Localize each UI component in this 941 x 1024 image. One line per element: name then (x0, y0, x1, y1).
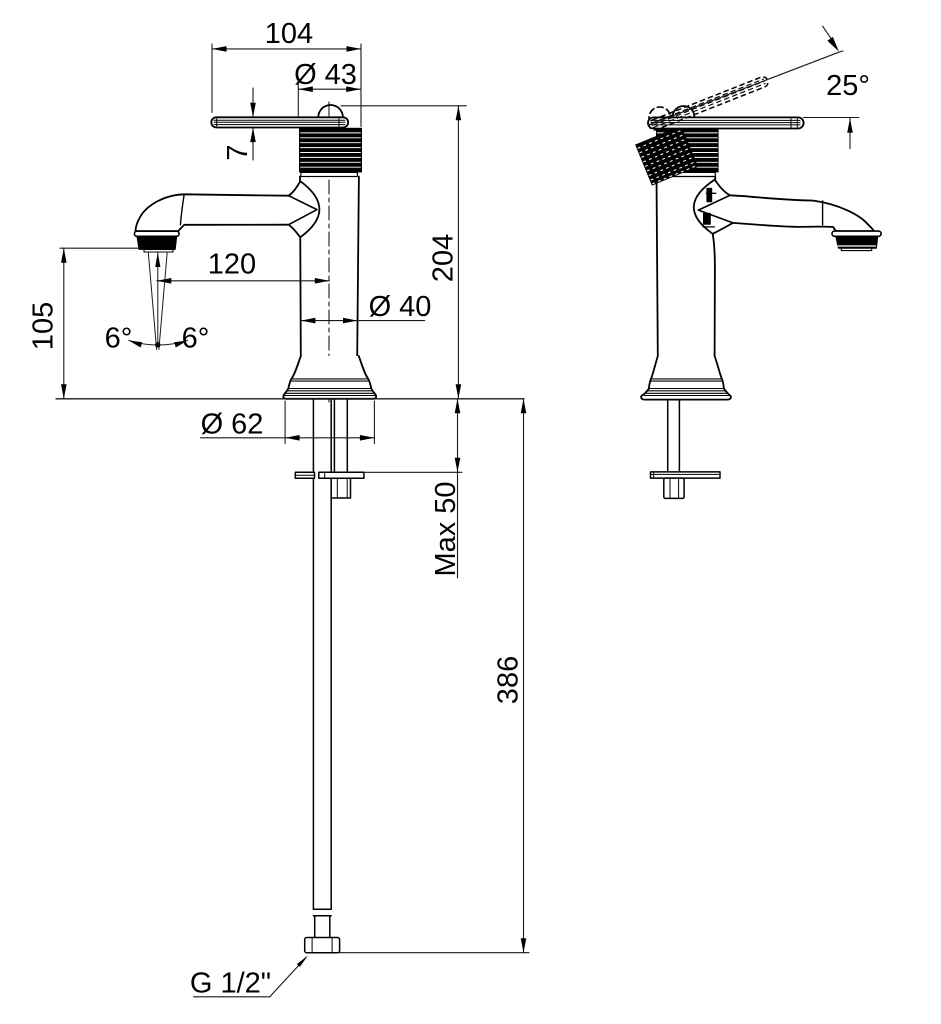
svg-text:6°: 6° (182, 323, 210, 355)
svg-text:120: 120 (208, 249, 256, 281)
svg-text:7: 7 (222, 144, 254, 160)
svg-text:386: 386 (493, 656, 525, 704)
svg-text:104: 104 (265, 18, 313, 50)
svg-text:6°: 6° (105, 323, 133, 355)
svg-text:Max 50: Max 50 (430, 481, 462, 576)
svg-text:204: 204 (428, 234, 460, 282)
svg-text:Ø 43: Ø 43 (294, 59, 357, 91)
svg-text:Ø 40: Ø 40 (369, 291, 432, 323)
svg-text:25°: 25° (826, 70, 870, 102)
svg-text:Ø 62: Ø 62 (201, 409, 264, 441)
svg-text:G 1/2": G 1/2" (190, 968, 271, 1000)
svg-text:105: 105 (28, 302, 60, 350)
